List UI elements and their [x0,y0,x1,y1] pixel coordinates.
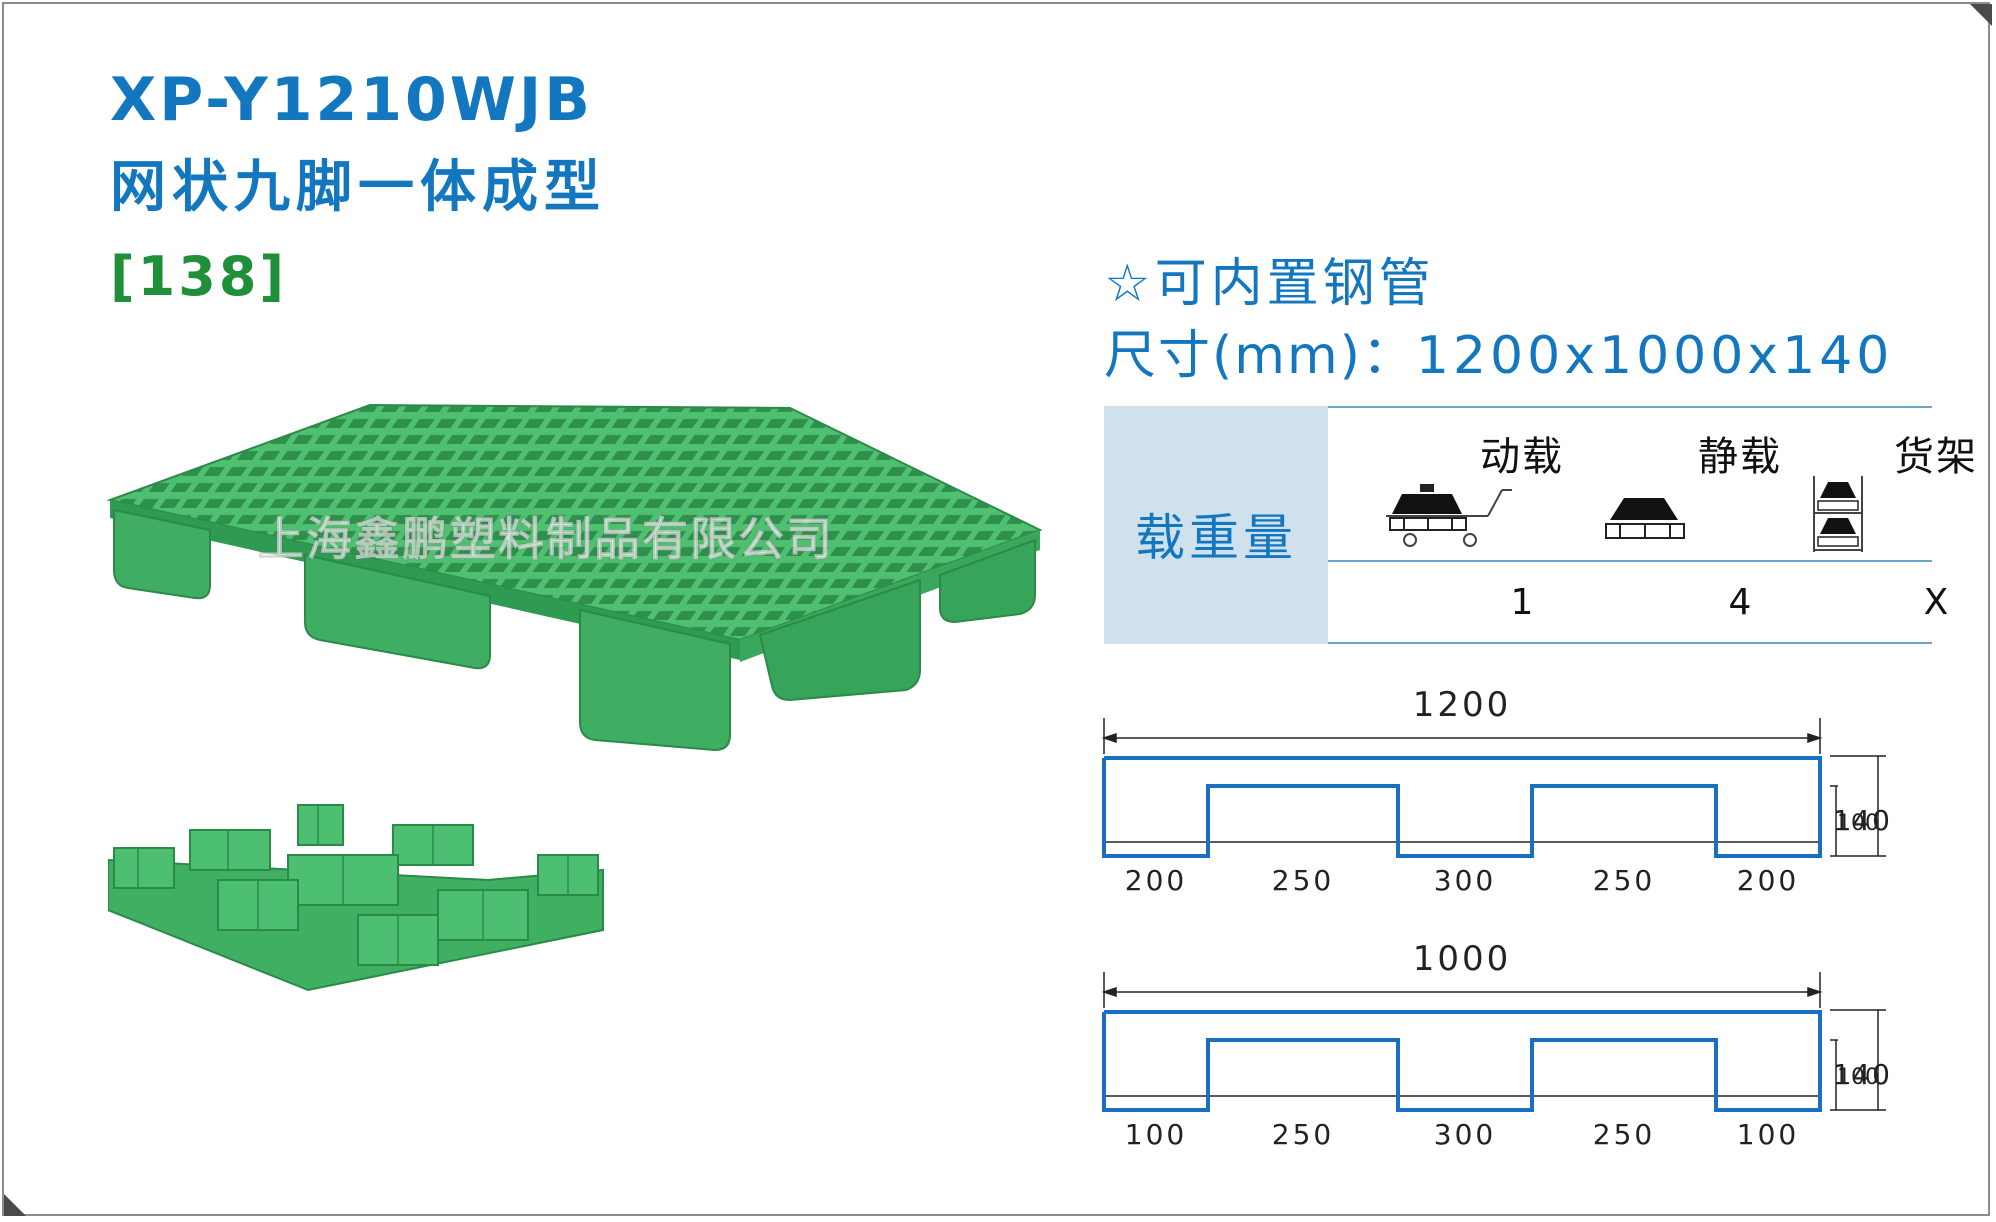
dimension-drawing-1000: 1000 100 250 300 250 100 100 140 [1101,944,1892,1151]
segment-label: 100 [1737,1118,1799,1151]
inner-height-label: 100 [1837,1065,1879,1090]
column-title-static: 静载 [1698,434,1782,480]
segment-label: 250 [1593,864,1655,897]
static-load-icon [1605,498,1685,539]
size-label: 尺寸(mm)： [1104,326,1416,386]
size-spec: 尺寸(mm)：1200x1000x140 [1104,330,1893,382]
dimension-drawing-1200: 1200 200 250 300 250 200 100 140 [1101,690,1892,897]
feature-note: ☆可内置钢管 [1104,254,1435,314]
load-header-label: 载重量 [1135,509,1297,567]
pallet-bottom-photo [108,804,604,992]
table-bottom-line [1104,642,1932,644]
product-name: 网状九脚一体成型 [110,155,606,220]
segment-label: 200 [1125,864,1187,897]
segment-label: 250 [1593,1118,1655,1151]
table-top-line [1104,406,1932,408]
product-code: [138] [110,245,288,308]
corner-decoration-top-right [1970,4,1992,26]
total-width-label: 1200 [1413,690,1512,725]
column-title-dynamic: 动载 [1480,434,1564,480]
total-height-label: 140 [1833,804,1892,837]
load-capacity-table: 载重量 动载 静载 货架 1 4 X [1104,406,1976,644]
load-table-header: 载重量 [1104,406,1328,644]
dynamic-load-icon [1386,484,1512,547]
rack-load-icon [1813,476,1863,552]
segment-label: 200 [1737,864,1799,897]
segment-label: 100 [1125,1118,1187,1151]
column-title-rack: 货架 [1894,434,1978,480]
value-static: 4 [1728,582,1752,623]
corner-decoration-bottom-left [4,1194,26,1216]
pallet-top-photo [106,403,1043,752]
total-height-label: 140 [1833,1058,1892,1091]
segment-label: 300 [1434,1118,1496,1151]
segment-label: 250 [1272,864,1334,897]
value-rack: X [1923,582,1949,623]
model-number: XP-Y1210WJB [110,65,593,135]
size-value: 1200x1000x140 [1415,326,1894,386]
company-watermark: 上海鑫鹏塑料制品有限公司 [258,512,834,567]
total-width-label: 1000 [1413,944,1512,979]
segment-label: 250 [1272,1118,1334,1151]
table-middle-line [1328,560,1932,562]
value-dynamic: 1 [1510,582,1534,623]
inner-height-label: 100 [1837,811,1879,836]
segment-label: 300 [1434,864,1496,897]
